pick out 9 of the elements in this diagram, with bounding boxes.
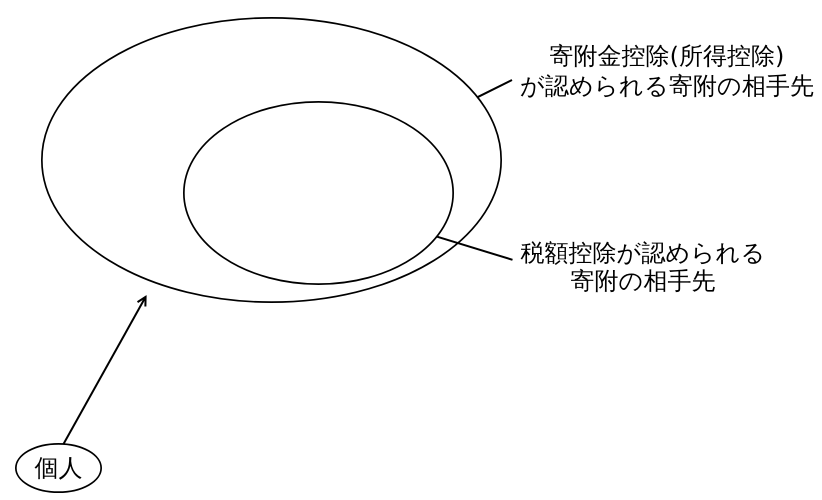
leader-line (436, 236, 513, 261)
callout-label: 税額控除が認められる寄附の相手先 (512, 239, 774, 295)
arrow (62, 296, 147, 444)
leader-line (477, 79, 512, 98)
oval-node (15, 443, 102, 493)
callout-label: 寄附金控除(所得控除)が認められる寄附の相手先 (512, 41, 822, 101)
node-label: 個人 (34, 454, 82, 482)
inner-ellipse (183, 101, 454, 285)
outer-ellipse (41, 17, 502, 303)
